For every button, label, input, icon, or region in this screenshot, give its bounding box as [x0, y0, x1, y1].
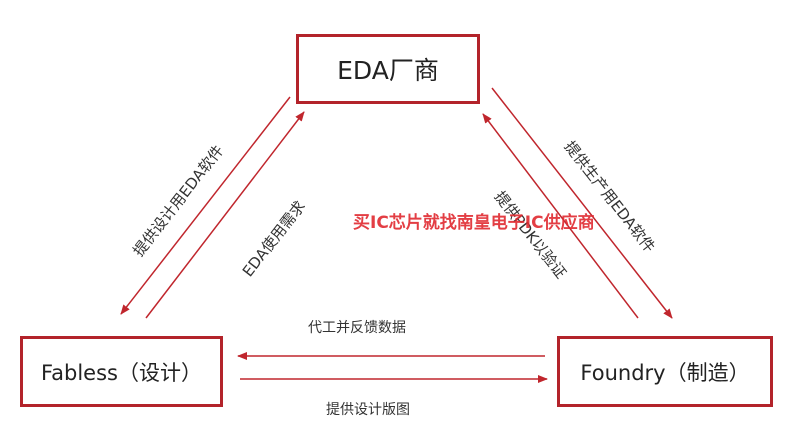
arrow-eda-to-fabless	[120, 96, 291, 315]
arrow-fabless-to-eda	[145, 111, 305, 319]
arrow-eda-to-foundry	[491, 87, 673, 319]
arrow-foundry-to-eda	[482, 113, 639, 319]
node-fabless-label: Fabless（设计）	[41, 360, 202, 385]
watermark-text: 买IC芯片就找南皇电子IC供应商	[353, 213, 595, 233]
node-eda-label: EDA厂商	[337, 56, 439, 85]
node-fabless: Fabless（设计）	[20, 336, 223, 407]
node-foundry-label: Foundry（制造）	[580, 360, 750, 385]
node-foundry: Foundry（制造）	[557, 336, 773, 407]
edge-label-design-layout: 提供设计版图	[326, 402, 410, 418]
edge-label-foundry-feedback: 代工并反馈数据	[308, 320, 406, 336]
node-eda-vendor: EDA厂商	[296, 34, 480, 104]
